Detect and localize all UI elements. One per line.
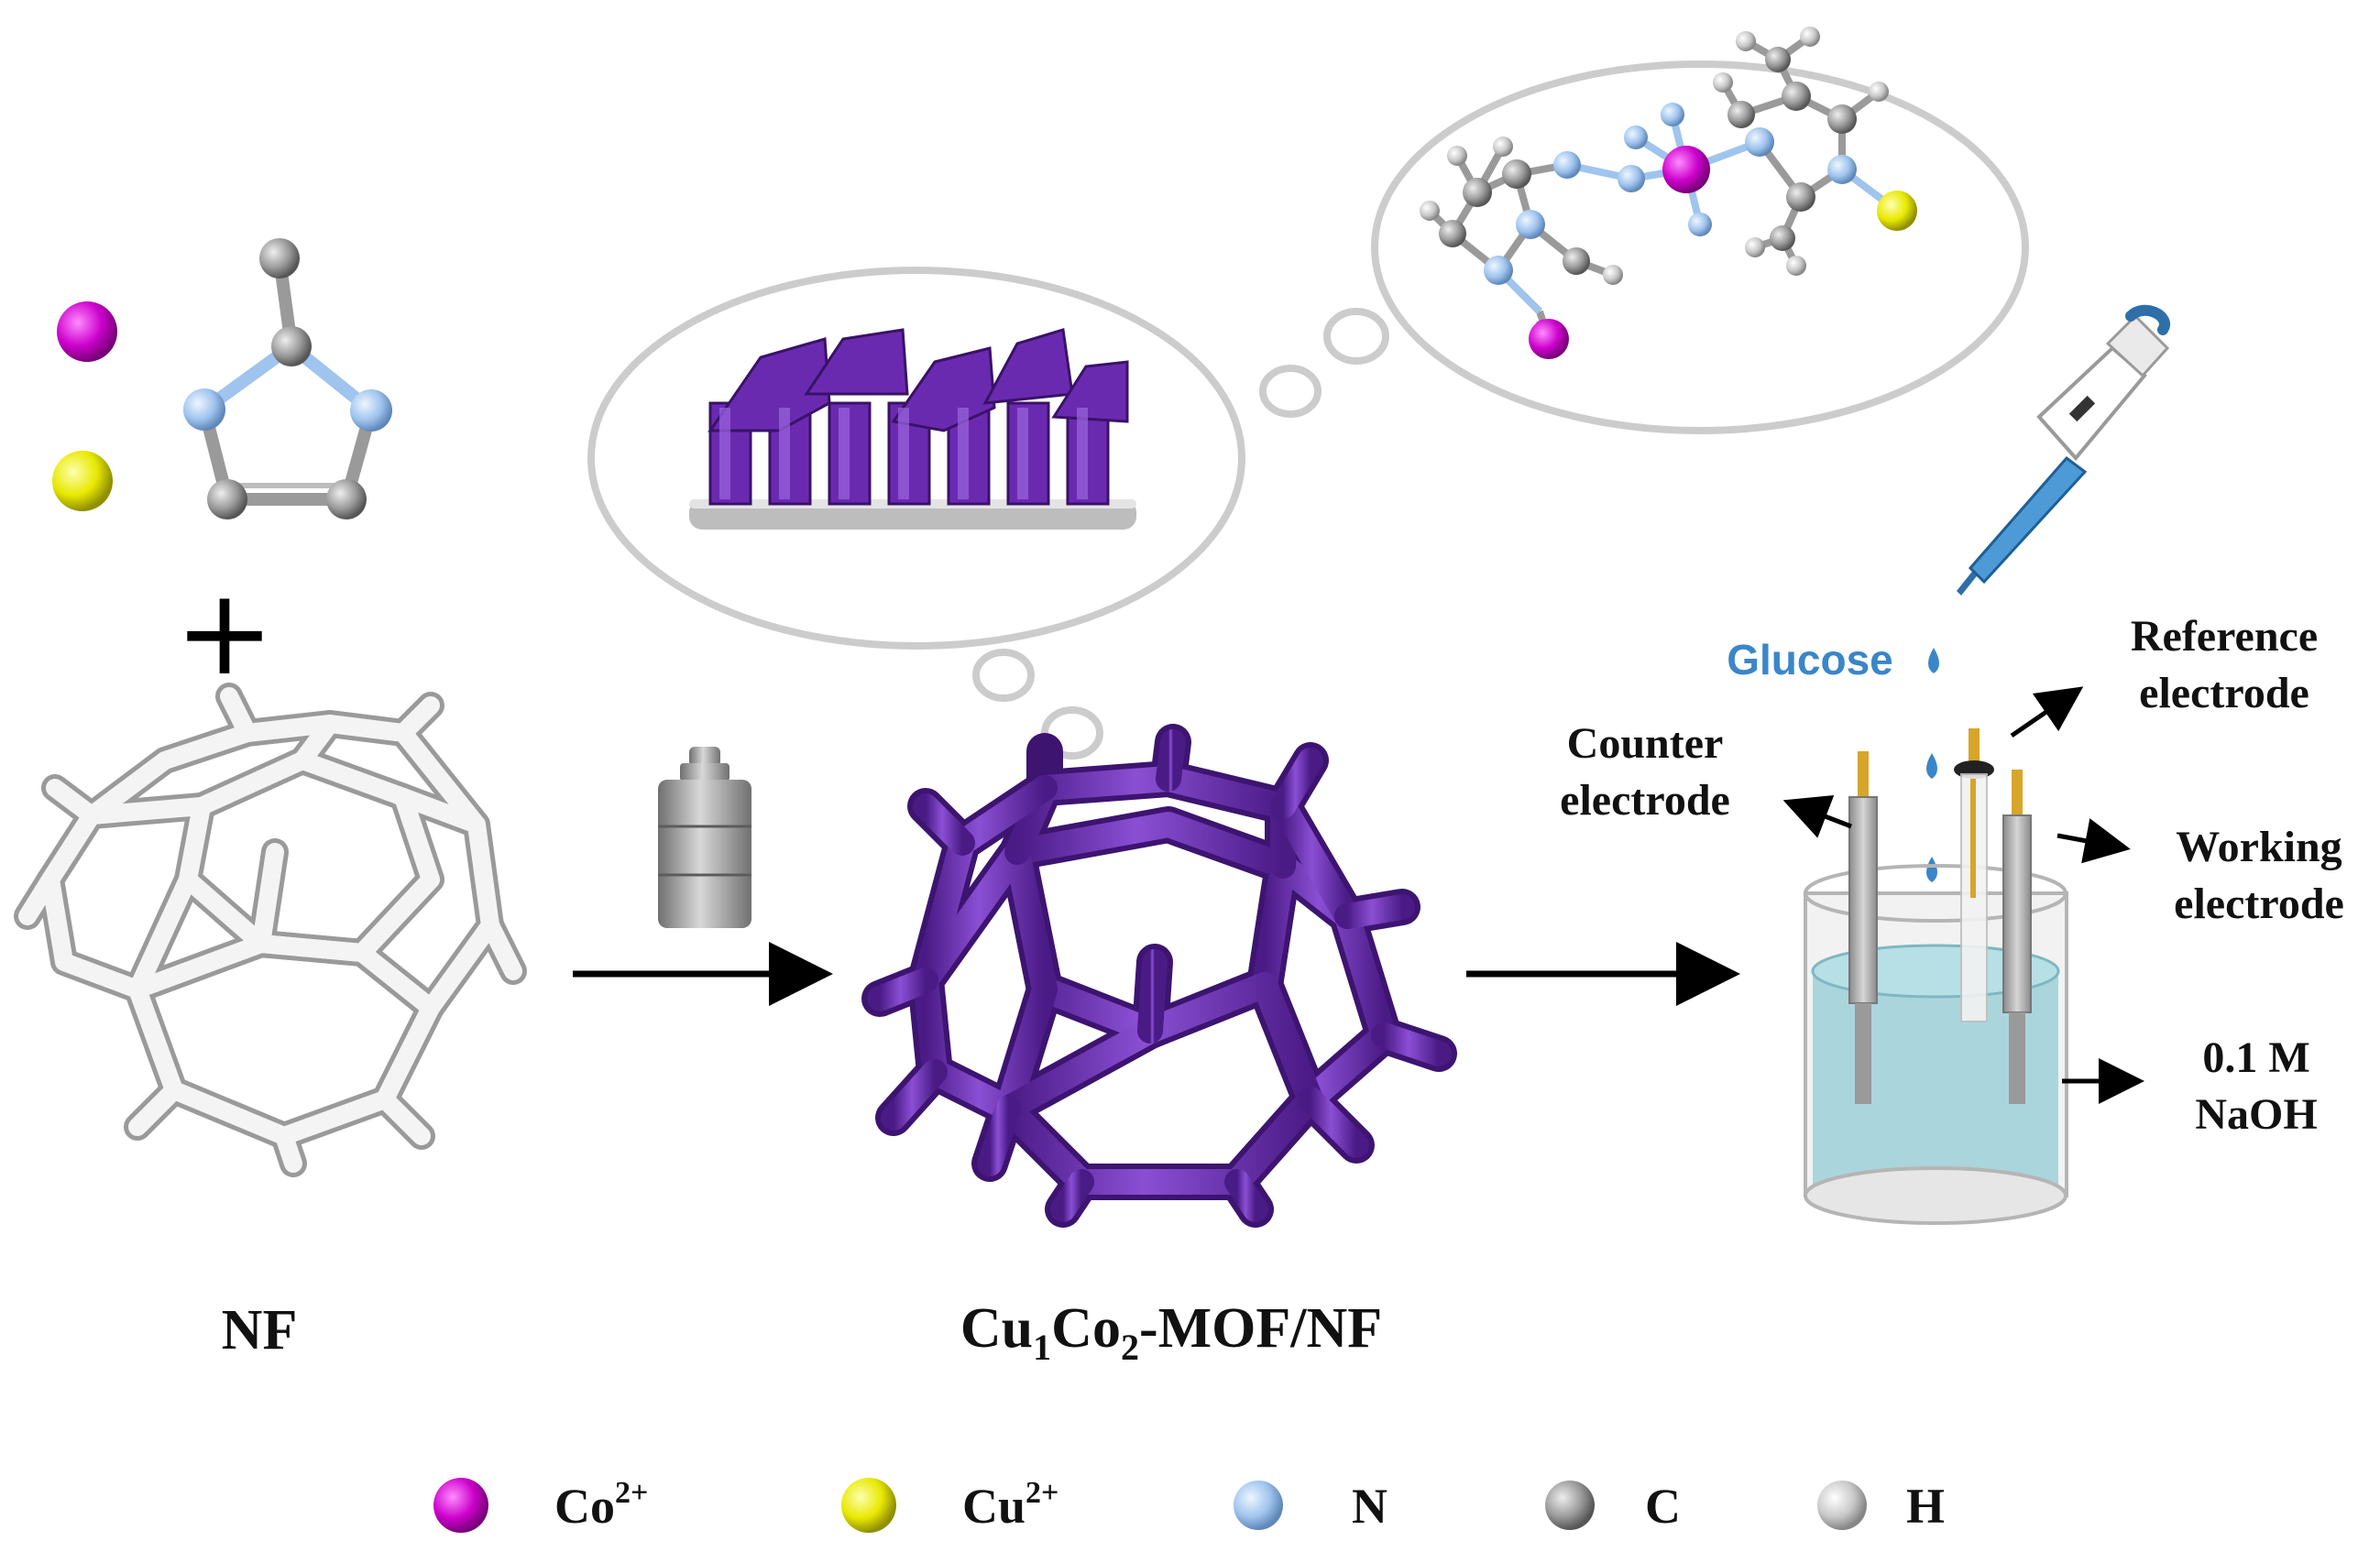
reference-callout-arrow xyxy=(2010,686,2084,738)
mof-label: Cu1Co2-MOF/NF xyxy=(960,1297,1382,1368)
working-callout-arrow xyxy=(2056,818,2131,864)
svg-text:Cu2+: Cu2+ xyxy=(962,1476,1058,1534)
svg-text:Co2+: Co2+ xyxy=(554,1476,648,1534)
co-ion-sphere xyxy=(57,301,117,362)
mof-coated-foam xyxy=(861,724,1457,1228)
svg-text:C: C xyxy=(1645,1479,1681,1534)
cu-ion-sphere xyxy=(52,451,113,511)
counter-callout-arrow xyxy=(1782,795,1852,838)
autoclave-icon xyxy=(658,747,751,928)
legend-item-c: C xyxy=(1545,1479,1681,1534)
reference-electrode xyxy=(1954,728,1994,1022)
legend-item-co: Co2+ xyxy=(433,1476,648,1534)
2-methylimidazole-molecule xyxy=(183,238,392,519)
metal-imidazolate-molecule xyxy=(1420,27,1917,359)
plus-sign: + xyxy=(175,563,275,702)
pipette-icon xyxy=(1957,304,2170,596)
legend-item-cu: Cu2+ xyxy=(841,1476,1058,1534)
nickel-foam-skeleton xyxy=(14,683,527,1177)
legend-item-n: N xyxy=(1234,1479,1387,1534)
mof-nanosheet-array xyxy=(689,328,1136,530)
legend-item-h: H xyxy=(1817,1479,1945,1534)
svg-text:H: H xyxy=(1906,1479,1945,1534)
svg-text:N: N xyxy=(1352,1479,1387,1534)
glucose-label: Glucose xyxy=(1727,636,1893,683)
working-electrode xyxy=(2002,770,2032,1104)
atom-legend: Co2+ Cu2+ N C H xyxy=(433,1476,1945,1534)
nf-label: NF xyxy=(222,1299,298,1361)
counter-electrode xyxy=(1848,751,1878,1104)
